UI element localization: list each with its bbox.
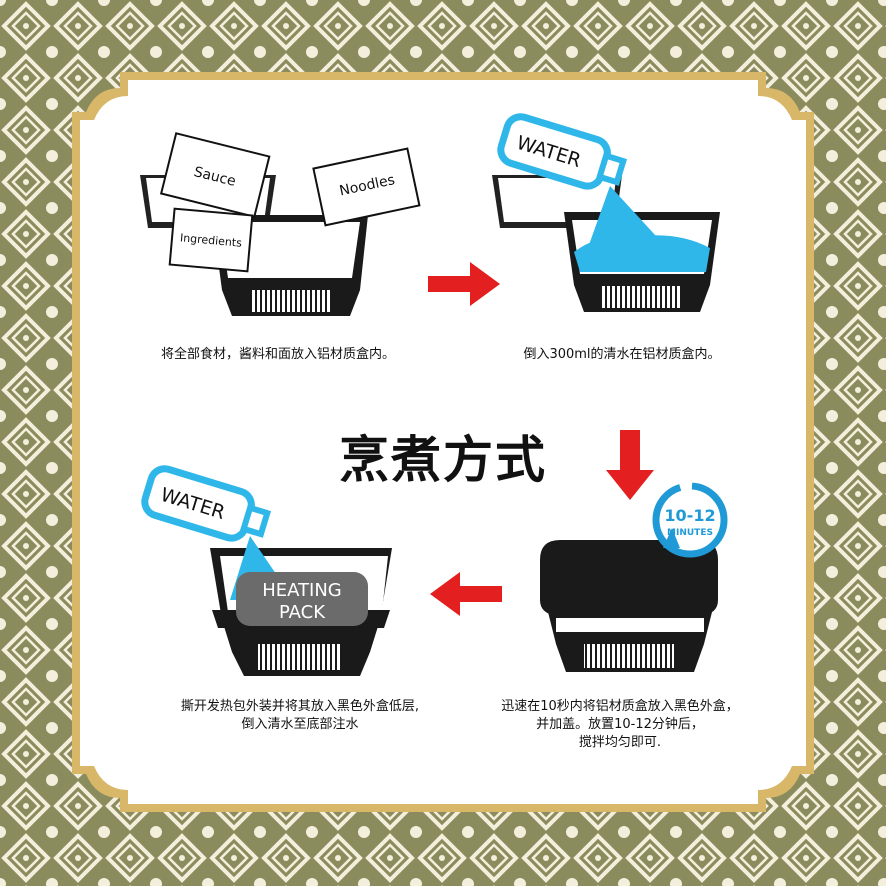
arrow-right-1: [428, 262, 500, 306]
step3-caption-line3: 搅拌均匀即可.: [578, 735, 662, 750]
step4-caption-line1: 撕开发热包外装并将其放入黑色外盒低层,: [180, 699, 420, 714]
step2-illustration: [492, 113, 720, 312]
heating-pack-line1: HEATING: [262, 580, 342, 601]
step4-caption-line2: 倒入清水至底部注水: [241, 717, 359, 732]
step3-caption-line2: 并加盖。放置10-12分钟后，: [536, 717, 704, 732]
step3-caption: 迅速在10秒内将铝材质盒放入黑色外盒， 并加盖。放置10-12分钟后， 搅拌均匀…: [470, 698, 770, 752]
timer-minutes-number: 10-12: [664, 506, 715, 525]
arrow-down: [606, 430, 654, 500]
ingredients-label: Ingredients: [179, 231, 242, 249]
step4-illustration: [141, 465, 392, 676]
step1-caption: 将全部食材，酱料和面放入铝材质盒内。: [128, 346, 428, 364]
page-title: 烹煮方式: [339, 431, 547, 489]
step3-illustration: [540, 482, 728, 672]
arrow-left: [430, 572, 502, 616]
step2-caption: 倒入300ml的清水在铝材质盒内。: [472, 346, 772, 364]
step3-caption-line1: 迅速在10秒内将铝材质盒放入黑色外盒，: [501, 699, 739, 714]
timer-minutes-unit: MINUTES: [667, 528, 713, 538]
step2-caption-line1: 倒入300ml的清水在铝材质盒内。: [523, 347, 721, 362]
heating-pack-line2: PACK: [279, 602, 326, 623]
step4-caption: 撕开发热包外装并将其放入黑色外盒低层, 倒入清水至底部注水: [150, 698, 450, 734]
step1-caption-line1: 将全部食材，酱料和面放入铝材质盒内。: [160, 347, 395, 362]
step1-illustration: [140, 132, 421, 316]
